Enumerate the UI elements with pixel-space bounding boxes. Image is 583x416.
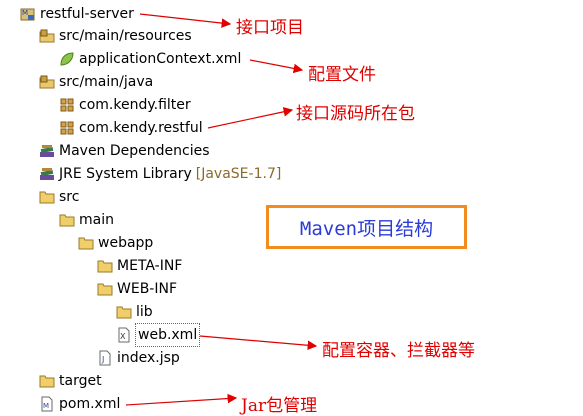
folder-icon (97, 281, 113, 297)
library-icon (39, 143, 55, 159)
annotation-jar-manage: Jar包管理 (241, 396, 318, 416)
tree-item-index-jsp[interactable]: J index.jsp (97, 347, 180, 369)
spring-leaf-icon (59, 51, 75, 67)
tree-item-webapp[interactable]: webapp (78, 232, 153, 254)
folder-icon (97, 258, 113, 274)
annotation-project: 接口项目 (236, 18, 304, 38)
tree-item-label: applicationContext.xml (79, 51, 242, 67)
tree-item-label: src/main/java (59, 74, 154, 90)
tree-item-restful-server[interactable]: M restful-server (20, 3, 134, 25)
tree-item-label: JRE System Library (59, 166, 192, 182)
tree-item-label: webapp (98, 235, 154, 251)
tree-item-pom-xml[interactable]: M pom.xml (39, 393, 120, 415)
tree-item-label: lib (136, 304, 153, 320)
tree-item-maven-dependencies[interactable]: Maven Dependencies (39, 140, 210, 162)
source-folder-icon (39, 28, 55, 44)
svg-text:X: X (120, 332, 126, 341)
annotation-structure: Maven项目结构 (299, 217, 434, 240)
folder-icon (78, 235, 94, 251)
tree-item-label: main (79, 212, 114, 228)
tree-item-main[interactable]: main (59, 209, 114, 231)
tree-item-label: target (59, 373, 102, 389)
jre-version-label: [JavaSE-1.7] (195, 166, 282, 182)
tree-item-src[interactable]: src (39, 186, 79, 208)
arrow-web-config (199, 335, 318, 351)
tree-item-jre-system-library[interactable]: JRE System Library [JavaSE-1.7] (39, 163, 281, 185)
svg-text:M: M (22, 9, 28, 17)
tree-item-src-main-java[interactable]: src/main/java (39, 71, 153, 93)
annotation-web-config: 配置容器、拦截器等 (322, 341, 475, 361)
arrow-source-package (207, 107, 294, 129)
tree-item-label: Maven Dependencies (59, 143, 210, 159)
maven-structure-label-box: Maven项目结构 (266, 205, 467, 249)
svg-text:M: M (43, 402, 49, 410)
folder-icon (39, 189, 55, 205)
tree-item-label: pom.xml (59, 396, 121, 412)
annotation-source-package: 接口源码所在包 (296, 104, 415, 124)
tree-item-lib[interactable]: lib (116, 301, 153, 323)
tree-item-label: com.kendy.filter (79, 97, 191, 113)
folder-icon (59, 212, 75, 228)
xml-file-icon: X (116, 327, 132, 343)
folder-icon (116, 304, 132, 320)
tree-item-web-inf[interactable]: WEB-INF (97, 278, 177, 300)
package-icon (59, 97, 75, 113)
jsp-file-icon: J (97, 350, 113, 366)
tree-item-web-xml[interactable]: X web.xml (116, 323, 201, 347)
tree-item-meta-inf[interactable]: META-INF (97, 255, 182, 277)
library-icon (39, 166, 55, 182)
tree-item-label: web.xml (134, 323, 201, 347)
tree-item-label: com.kendy.restful (79, 120, 203, 136)
tree-item-com-kendy-filter[interactable]: com.kendy.filter (59, 94, 191, 116)
tree-item-label: src/main/resources (59, 28, 192, 44)
tree-item-label: index.jsp (117, 350, 180, 366)
folder-icon (39, 373, 55, 389)
tree-item-label: src (59, 189, 80, 205)
svg-text:J: J (101, 355, 104, 364)
arrow-project (139, 13, 232, 28)
tree-item-label: META-INF (117, 258, 183, 274)
tree-item-label: WEB-INF (117, 281, 177, 297)
maven-pom-icon: M (39, 396, 55, 412)
tree-item-target[interactable]: target (39, 370, 102, 392)
arrow-jar-manage (125, 393, 238, 406)
tree-item-label: restful-server (40, 6, 134, 22)
package-icon (59, 120, 75, 136)
tree-item-com-kendy-restful[interactable]: com.kendy.restful (59, 117, 203, 139)
tree-item-applicationcontext-xml[interactable]: applicationContext.xml (59, 48, 241, 70)
tree-item-src-main-resources[interactable]: src/main/resources (39, 25, 192, 47)
annotation-config-file: 配置文件 (308, 65, 376, 85)
source-folder-icon (39, 74, 55, 90)
maven-project-icon: M (20, 6, 36, 22)
arrow-config-file (249, 59, 304, 74)
